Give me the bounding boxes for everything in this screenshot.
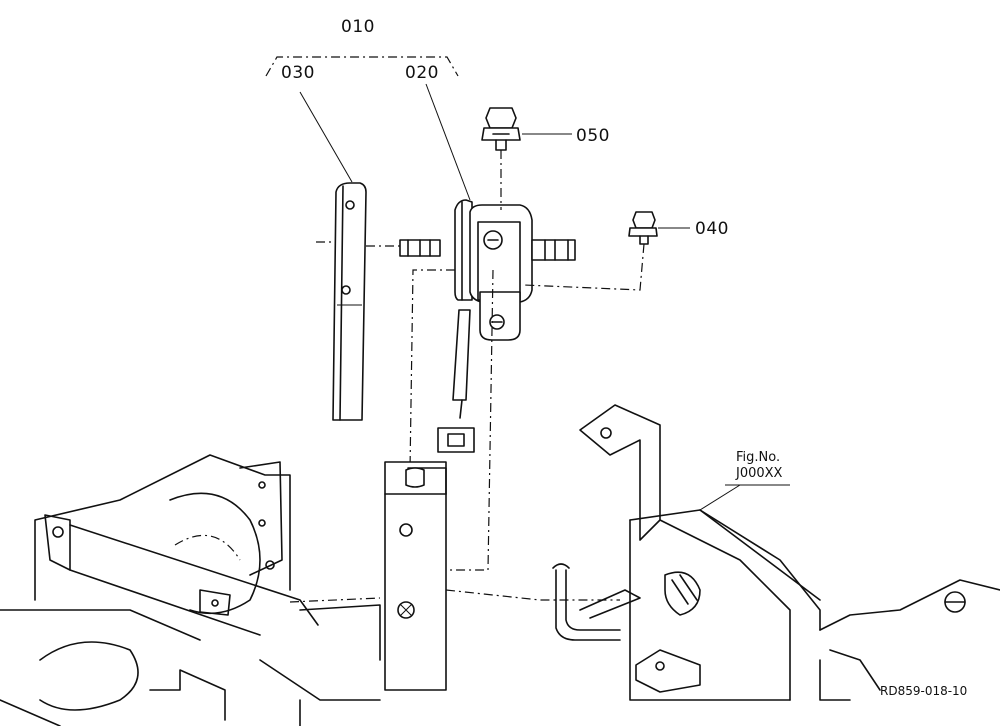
leader-lines <box>299 83 790 511</box>
label-030: 030 <box>281 63 315 83</box>
label-020: 020 <box>405 63 439 83</box>
frame-right <box>445 404 1000 701</box>
drawing-id: RD859-018-10 <box>880 684 968 698</box>
figure-reference-line2: J000XX <box>736 466 783 481</box>
label-040: 040 <box>695 219 729 239</box>
figure-reference-line1: Fig.No. <box>736 450 781 465</box>
figure-reference: Fig.No. J000XX <box>736 450 782 482</box>
label-010: 010 <box>341 17 375 37</box>
label-050: 050 <box>576 126 610 146</box>
assembly-centerlines <box>409 269 494 571</box>
frame-post <box>384 461 447 691</box>
part-040-bolt <box>523 211 658 291</box>
part-020-sensor <box>399 199 576 453</box>
part-030-plate <box>316 182 404 421</box>
frame-left <box>0 454 381 726</box>
part-050-bolt <box>481 107 521 210</box>
